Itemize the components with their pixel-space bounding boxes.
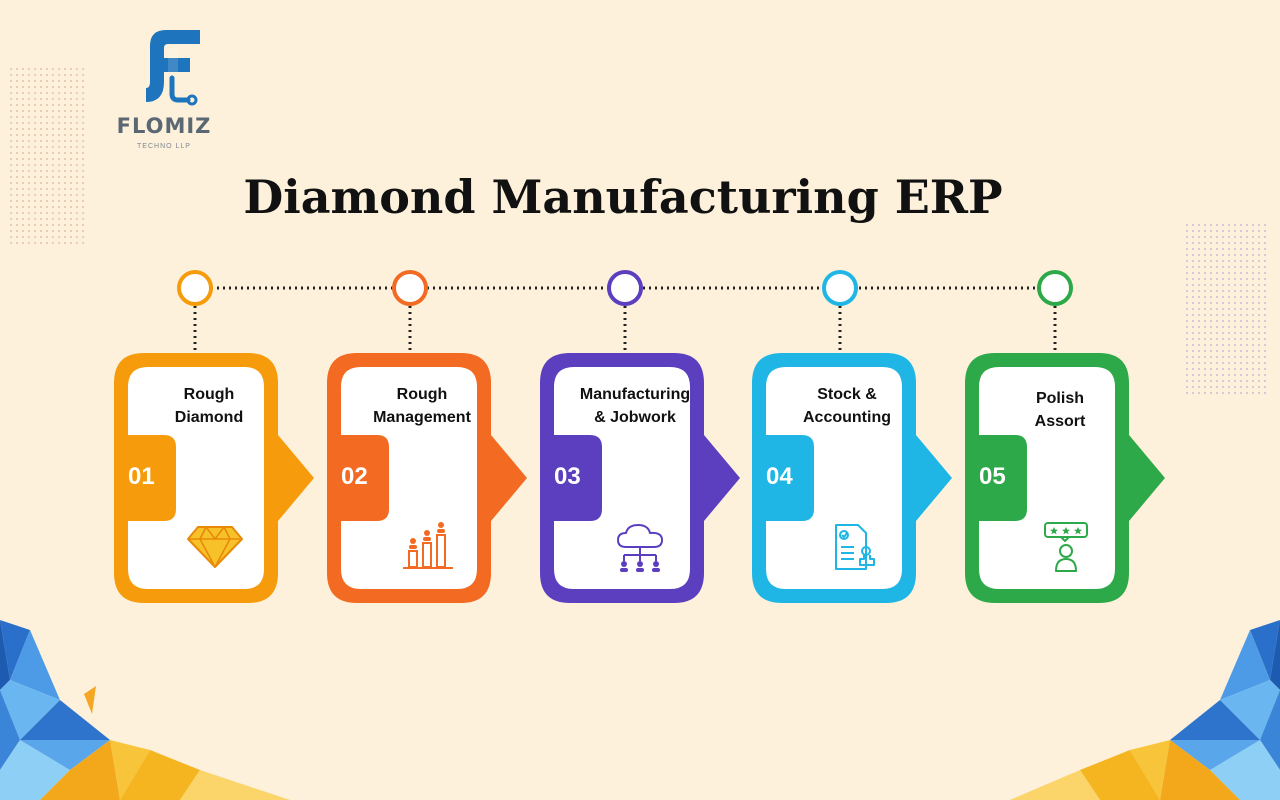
diamond-icon — [187, 526, 243, 568]
dot-pattern-left — [8, 66, 88, 244]
bar-chart-people-icon — [403, 522, 453, 569]
step-card-01: Rough Diamond 01 — [114, 353, 314, 603]
page-title: Diamond Manufacturing ERP — [243, 170, 1003, 224]
step-number: 03 — [554, 463, 581, 490]
step-card-shape — [327, 353, 527, 603]
step-card-shape — [752, 353, 952, 603]
step-number: 05 — [979, 463, 1006, 490]
brand-name: FLOMIZ — [116, 114, 212, 138]
decorative-polygon-left — [0, 620, 290, 800]
step-number: 04 — [766, 463, 793, 490]
brand-tagline: TECHNO LLP — [137, 143, 191, 150]
step-label: Rough Diamond — [174, 386, 244, 426]
cloud-network-icon — [617, 524, 663, 572]
step-label: Rough Management — [373, 386, 471, 426]
step-card-shape — [965, 353, 1165, 603]
company-logo: FLOMIZ TECHNO LLP — [112, 22, 222, 150]
step-number: 01 — [128, 463, 155, 490]
step-card-shape — [540, 353, 740, 603]
step-card-05: Polish Assort 05 — [965, 353, 1165, 603]
decorative-polygon-right — [1010, 620, 1280, 800]
step-card-03: Manufacturing & Jobwork 03 — [540, 353, 740, 603]
step-number: 02 — [341, 463, 368, 490]
flomiz-logo-mark-icon — [146, 30, 200, 106]
step-label: Manufacturing & Jobwork — [579, 386, 691, 426]
step-card-02: Rough Management 02 — [327, 353, 527, 603]
step-label: Stock & Accounting — [803, 386, 891, 426]
dot-pattern-right — [1184, 222, 1270, 396]
step-card-04: Stock & Accounting 04 — [752, 353, 952, 603]
step-label: Polish Assort — [1034, 390, 1086, 430]
document-stamp-icon — [835, 524, 875, 570]
rating-user-icon — [1044, 522, 1088, 572]
